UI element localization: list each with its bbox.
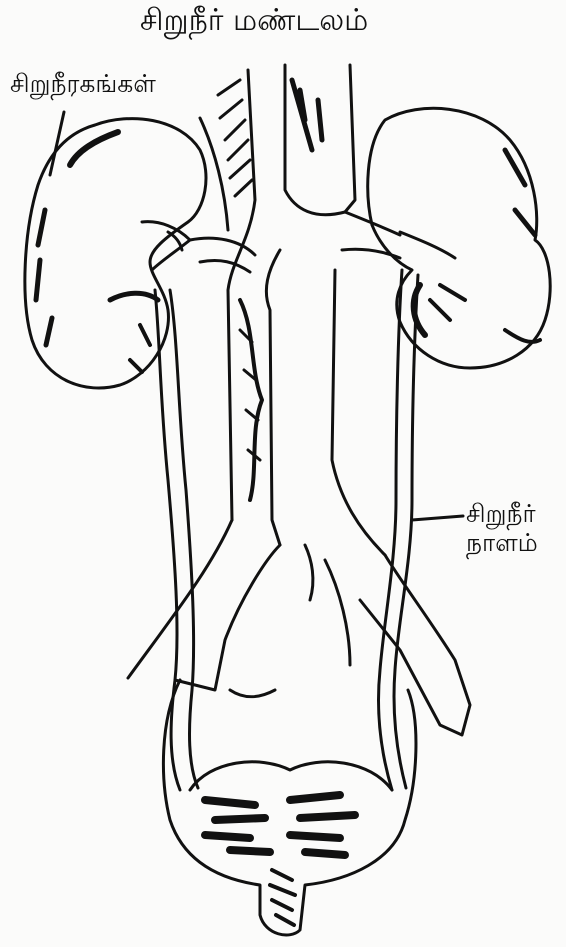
- left-kidney: [25, 118, 228, 388]
- renal-vessels: [190, 212, 400, 272]
- left-ureter: [155, 290, 198, 790]
- right-ureter: [379, 270, 419, 790]
- ureter-pointer-line: [412, 516, 463, 520]
- right-kidney: [368, 108, 550, 368]
- aorta: [175, 65, 470, 735]
- vena-cava: [128, 70, 262, 678]
